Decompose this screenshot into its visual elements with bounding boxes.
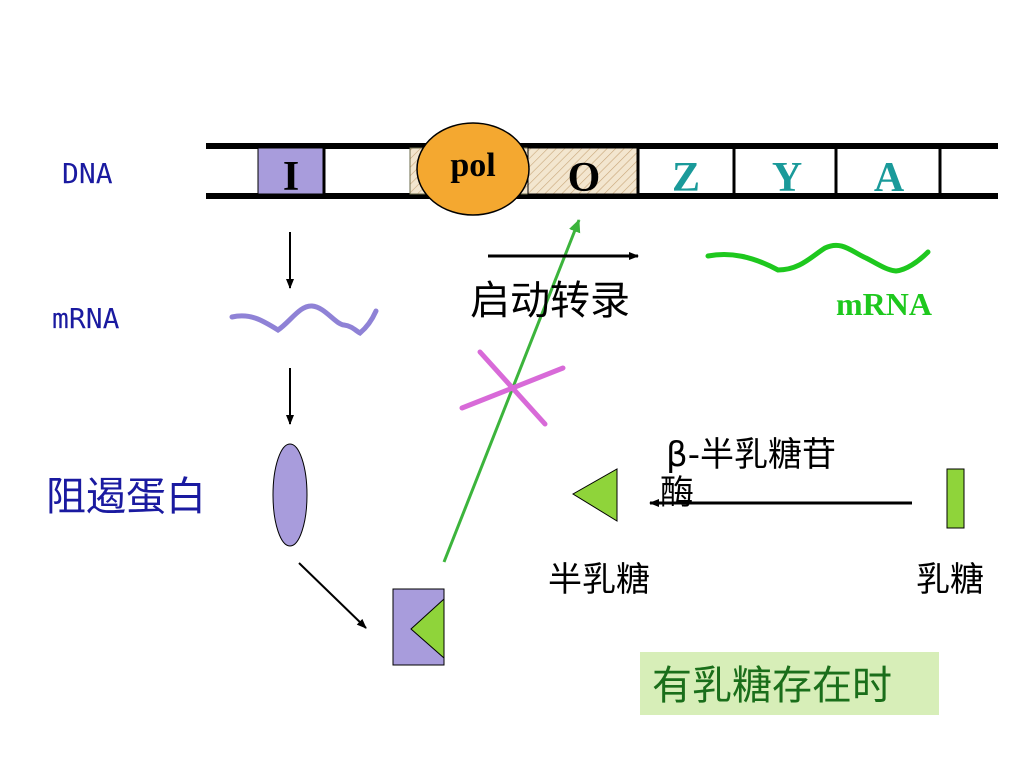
rna-polymerase xyxy=(416,122,530,216)
enzyme-label: β-半乳糖苷 酶 xyxy=(660,435,847,513)
gene-z-label: Z xyxy=(672,155,700,201)
mrna-left-wave xyxy=(229,303,379,336)
enzyme-label-line1: β-半乳糖苷 xyxy=(666,435,836,475)
condition-label: 有乳糖存在时 xyxy=(652,663,892,709)
lactose-bar xyxy=(946,468,965,529)
repressor-protein xyxy=(272,443,308,547)
gene-y-label: Y xyxy=(772,155,802,201)
mrna-right-wave xyxy=(705,242,931,274)
enzyme-label-line2: 酶 xyxy=(660,473,694,513)
gene-a-label: A xyxy=(874,155,905,201)
gene-i-label: I xyxy=(283,154,299,200)
cross-mark-icon xyxy=(459,349,566,427)
galactose-label: 半乳糖 xyxy=(548,560,650,600)
lactose-label: 乳糖 xyxy=(916,560,984,600)
repressor-label: 阻遏蛋白 xyxy=(46,474,206,520)
arrow-protein-to-complex xyxy=(298,562,367,629)
gene-i-box xyxy=(257,147,325,195)
dna-strand xyxy=(206,143,998,199)
repressor-lactose-complex xyxy=(392,588,445,666)
mrna-left-label: mRNA xyxy=(52,302,120,335)
gene-o-label: O xyxy=(568,155,601,201)
pol-label: pol xyxy=(450,147,495,184)
dna-label: DNA xyxy=(62,157,113,190)
mrna-right-label: mRNA xyxy=(836,286,932,322)
transcription-label: 启动转录 xyxy=(470,278,630,324)
condition-box xyxy=(640,652,939,715)
galactose-triangle xyxy=(572,468,618,522)
operator-box xyxy=(527,147,639,195)
